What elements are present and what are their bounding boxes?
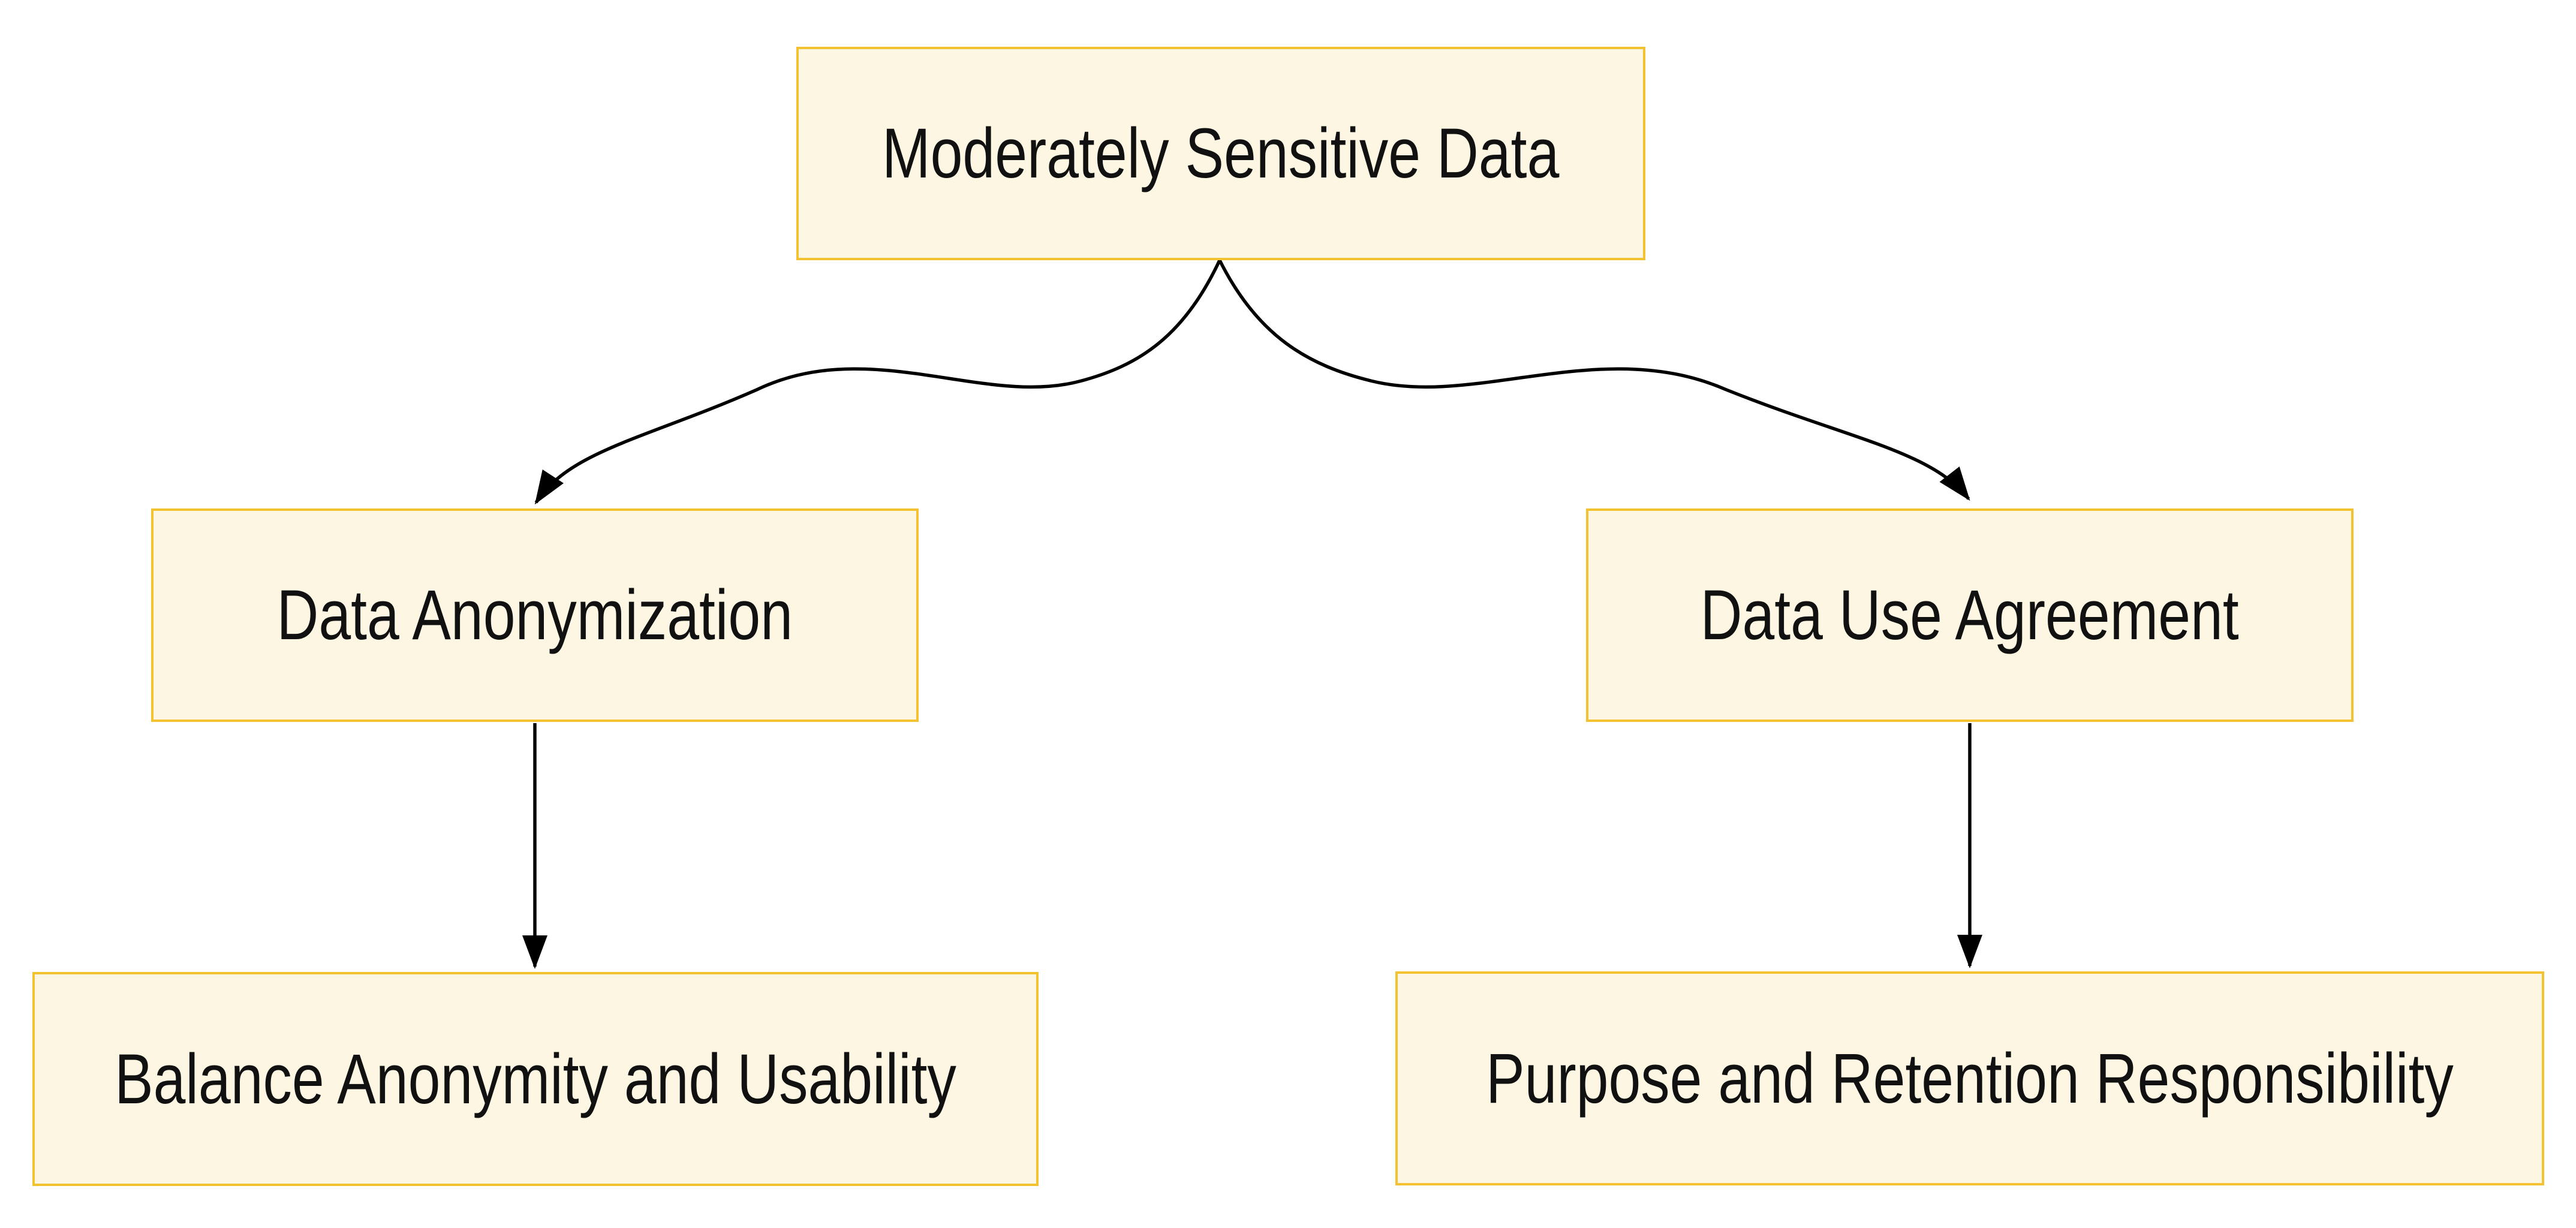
node-label: Balance Anonymity and Usability <box>115 1039 956 1119</box>
node-data-use-agreement: Data Use Agreement <box>1586 508 2354 722</box>
node-purpose-retention-responsibility: Purpose and Retention Responsibility <box>1395 971 2544 1185</box>
node-label: Moderately Sensitive Data <box>882 114 1560 193</box>
node-label: Data Anonymization <box>276 576 793 655</box>
node-moderately-sensitive-data: Moderately Sensitive Data <box>796 47 1645 260</box>
edge-root-to-data-use-agreement <box>1218 259 1970 501</box>
node-balance-anonymity-usability: Balance Anonymity and Usability <box>32 972 1039 1186</box>
node-label: Purpose and Retention Responsibility <box>1486 1039 2454 1118</box>
edge-root-to-data-anonymization <box>534 259 1221 505</box>
node-data-anonymization: Data Anonymization <box>151 508 919 722</box>
node-label: Data Use Agreement <box>1700 576 2240 655</box>
